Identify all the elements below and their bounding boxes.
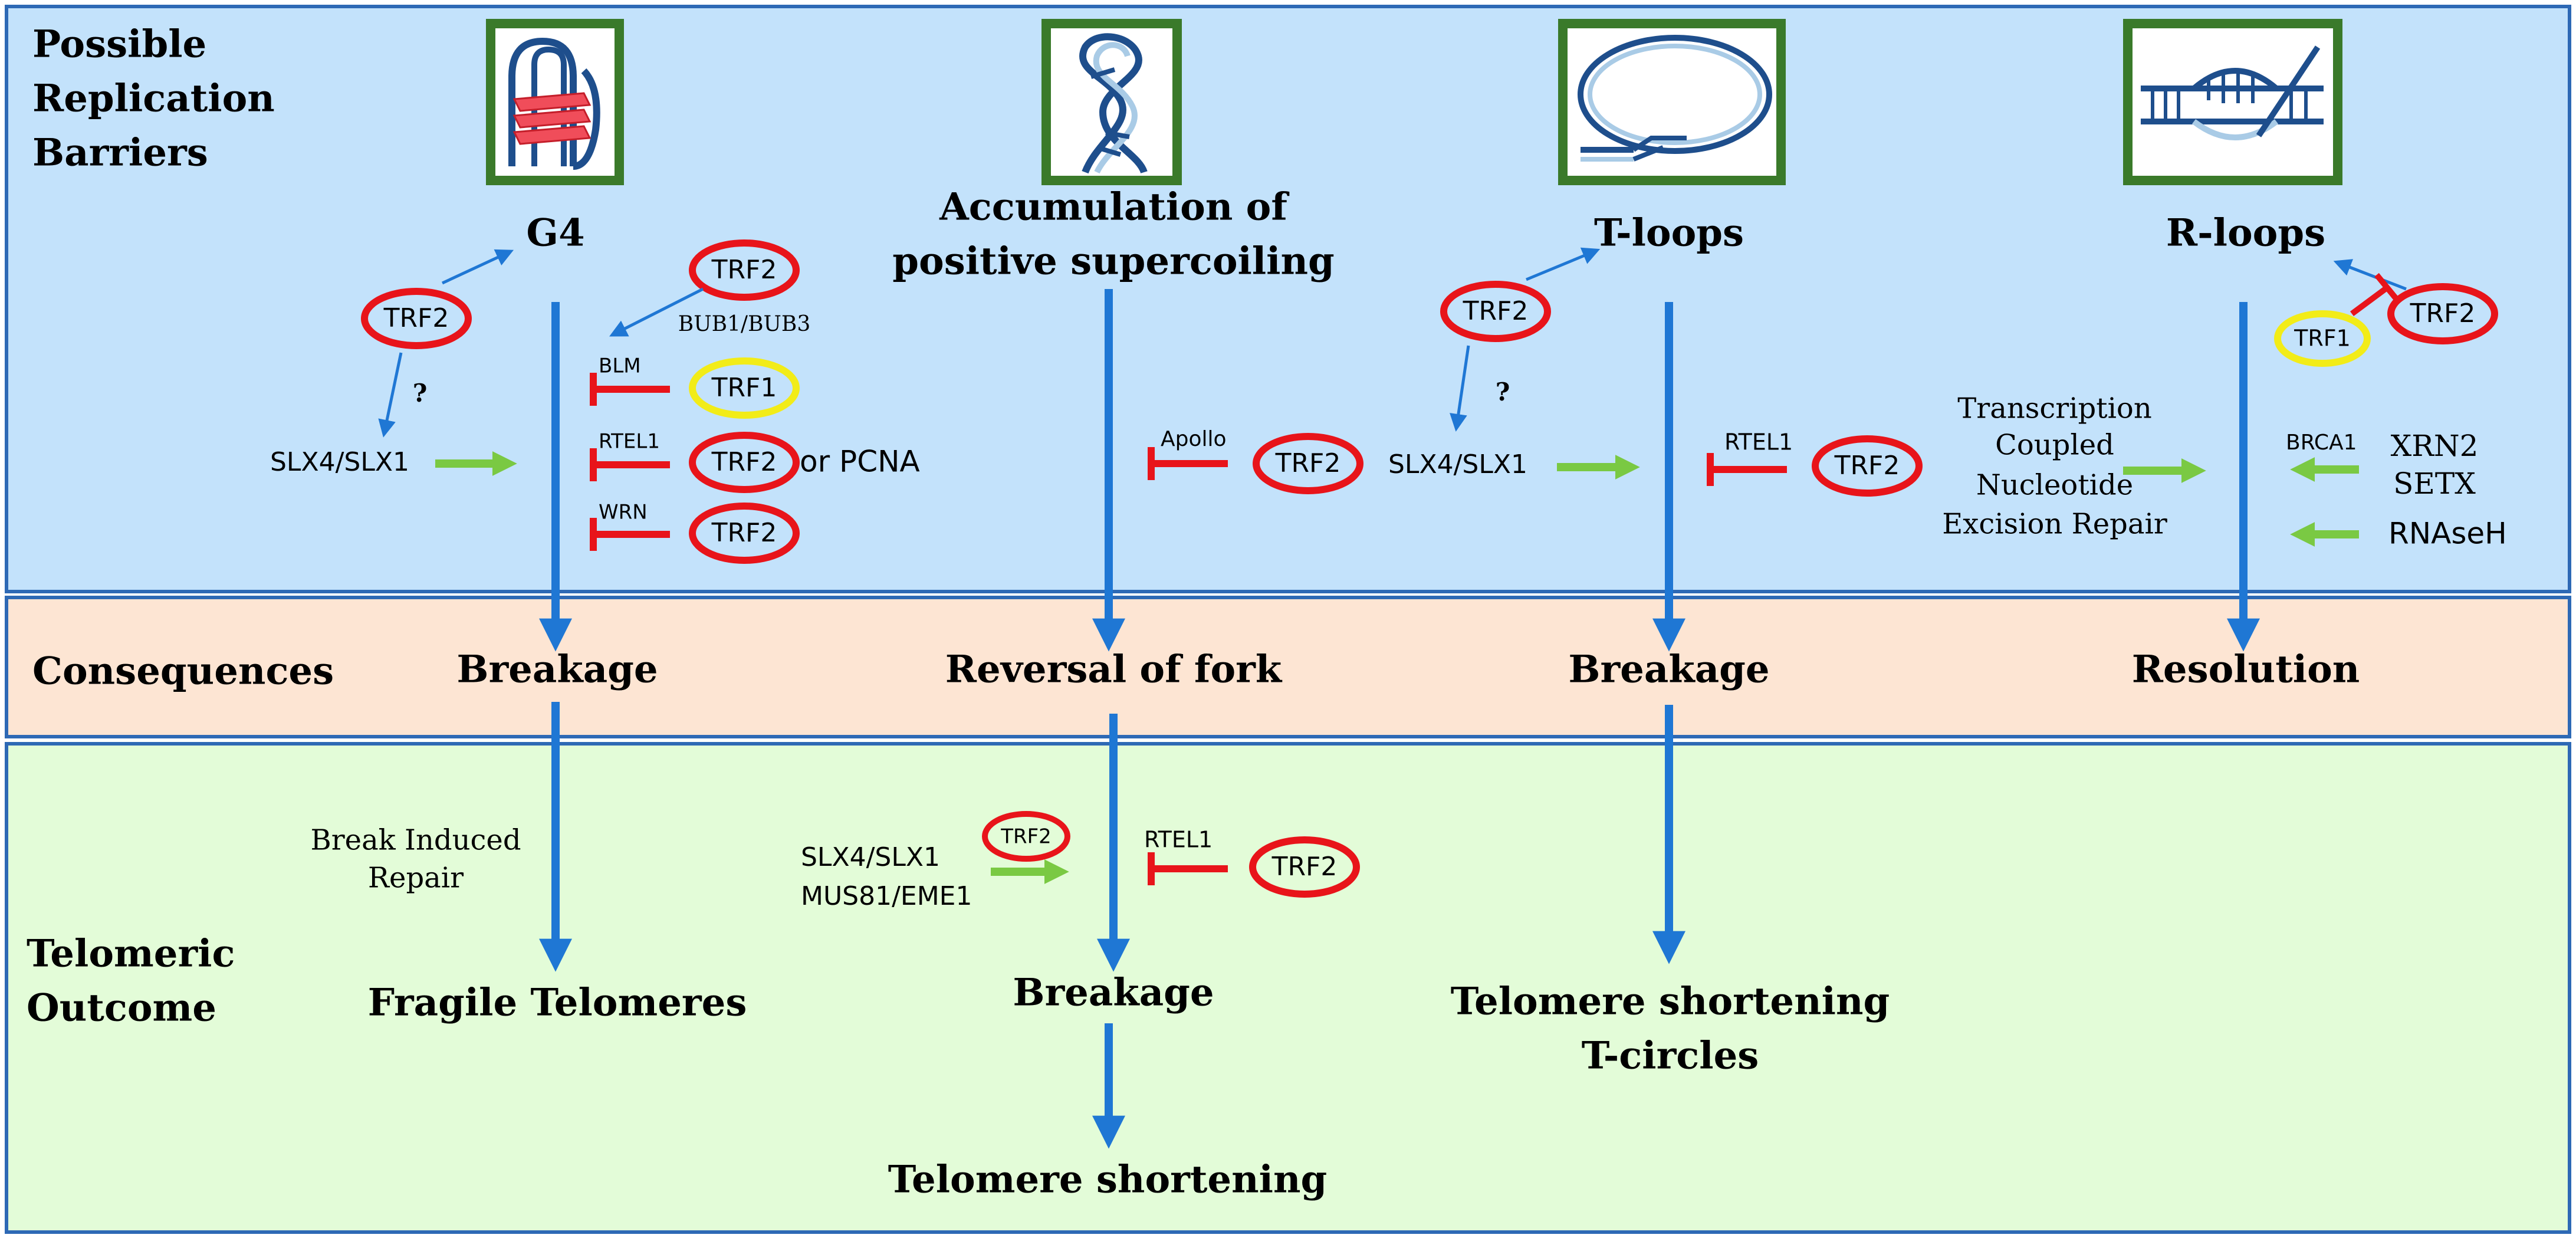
r-loop-icon (2123, 19, 2342, 185)
apollo-label: Apollo (1161, 427, 1227, 451)
trf2-label: TRF2 (711, 255, 777, 285)
mus81-label: MUS81/EME1 (801, 881, 972, 911)
rnaseh-label: RNAseH (2388, 517, 2507, 551)
consequences-band (5, 596, 2571, 738)
tcner-label-line4: Excision Repair (1942, 508, 2167, 541)
rtel1-label: RTEL1 (1724, 429, 1793, 455)
tcner-label-line3: Nucleotide (1976, 469, 2133, 502)
trf1-ring (2274, 310, 2371, 367)
trf2-ring (1249, 836, 1360, 898)
trf2-to-blm-arrow (609, 287, 704, 337)
barriers-label-line2: Replication (32, 77, 275, 121)
xrn2-label: XRN2 (2391, 429, 2479, 463)
supercoil-icon (1041, 19, 1182, 185)
trf2-to-rloop-arrow (2333, 259, 2407, 291)
trf1-ring (689, 357, 800, 419)
supercoil-regulators: Apollo TRF2 SLX4/SLX1 MUS81/EME1 TRF2 RT… (801, 427, 1363, 911)
setx-label: SETX (2393, 467, 2476, 501)
trf2-ring (361, 288, 472, 349)
barriers-label-line3: Barriers (32, 131, 208, 175)
t-loop-icon (1558, 19, 1786, 185)
trf2-label: TRF2 (2410, 298, 2476, 329)
trf2-label: TRF2 (1275, 448, 1341, 478)
trf2-label: TRF2 (1834, 451, 1900, 481)
trf1-inhibit-bar (2374, 272, 2400, 303)
trf2-label: TRF2 (383, 303, 449, 333)
trf2-ring (982, 811, 1070, 862)
trf2-label: TRF2 (1271, 852, 1338, 882)
trf2-ring (689, 432, 800, 493)
supercoil-title-line2: positive supercoiling (892, 239, 1334, 284)
outcome-label-line2: Outcome (27, 986, 216, 1030)
trf2-to-g4-arrow (441, 249, 514, 285)
tloops-consequence: Breakage (1568, 648, 1769, 692)
tcner-label-line1: Transcription (1957, 392, 2151, 425)
bir-label-line2: Repair (368, 862, 464, 895)
trf1-label: TRF1 (711, 373, 777, 403)
trf2-ring (1812, 435, 1923, 497)
trf2-label: TRF2 (1463, 296, 1529, 326)
question-mark: ? (413, 379, 428, 408)
supercoil-final: Telomere shortening (888, 1158, 1328, 1202)
bub-label: BUB1/BUB3 (678, 312, 810, 336)
tloops-outcome-line2: T-circles (1582, 1034, 1759, 1078)
g4-regulators: TRF2 ? SLX4/SLX1 TRF2 BUB1/BUB3 BLM TRF1… (270, 239, 920, 895)
trf2-to-slx4-arrow (1450, 345, 1470, 432)
outcome-band (5, 742, 2571, 1234)
supercoil-outcome: Breakage (1013, 971, 1214, 1015)
bir-label-line1: Break Induced (310, 824, 521, 857)
trf2-to-tloop-arrow (1526, 247, 1601, 281)
supercoil-title-line1: Accumulation of (939, 185, 1289, 229)
rloops-consequence: Resolution (2132, 648, 2360, 692)
trf2-ring (1253, 433, 1363, 494)
wrn-label: WRN (599, 501, 648, 524)
g4-outcome: Fragile Telomeres (368, 981, 747, 1025)
or-pcna-label: or PCNA (800, 445, 920, 479)
trf2-label: TRF2 (711, 447, 777, 477)
question-mark: ? (1496, 377, 1510, 406)
rtel1-label: RTEL1 (599, 430, 660, 454)
g4-consequence: Breakage (456, 648, 658, 692)
blm-label: BLM (599, 354, 641, 378)
rtel1-label: RTEL1 (1144, 827, 1213, 853)
rloops-regulators: TRF2 TRF1 Transcription Coupled Nucleoti… (1942, 259, 2507, 551)
trf2-ring (2387, 283, 2498, 344)
trf2-ring (689, 503, 800, 564)
barriers-label-line1: Possible (32, 22, 206, 67)
consequences-label: Consequences (32, 649, 334, 694)
tloops-title: T-loops (1594, 211, 1744, 255)
outcome-label-line1: Telomeric (27, 932, 235, 976)
trf2-ring (1440, 281, 1551, 342)
trf1-label: TRF1 (2294, 326, 2351, 352)
tloops-regulators: TRF2 ? SLX4/SLX1 RTEL1 TRF2 (1388, 247, 1923, 497)
brca1-label: BRCA1 (2286, 431, 2357, 455)
tloops-outcome-line1: Telomere shortening (1451, 980, 1890, 1024)
slx4-label: SLX4/SLX1 (270, 447, 409, 477)
slx4-label: SLX4/SLX1 (1388, 449, 1527, 480)
trf2-label: TRF2 (711, 518, 777, 548)
g4-title: G4 (526, 211, 584, 255)
trf1-inhibit-line (2350, 284, 2390, 317)
tcner-label-line2: Coupled (1995, 429, 2114, 462)
g-quadruplex-icon (486, 19, 624, 185)
trf2-to-slx4-arrow (378, 352, 403, 438)
rloops-title: R-loops (2166, 211, 2325, 255)
slx4-label: SLX4/SLX1 (801, 842, 940, 872)
trf2-label: TRF2 (1000, 825, 1052, 849)
trf2-ring (689, 239, 800, 301)
supercoil-consequence: Reversal of fork (945, 648, 1283, 692)
